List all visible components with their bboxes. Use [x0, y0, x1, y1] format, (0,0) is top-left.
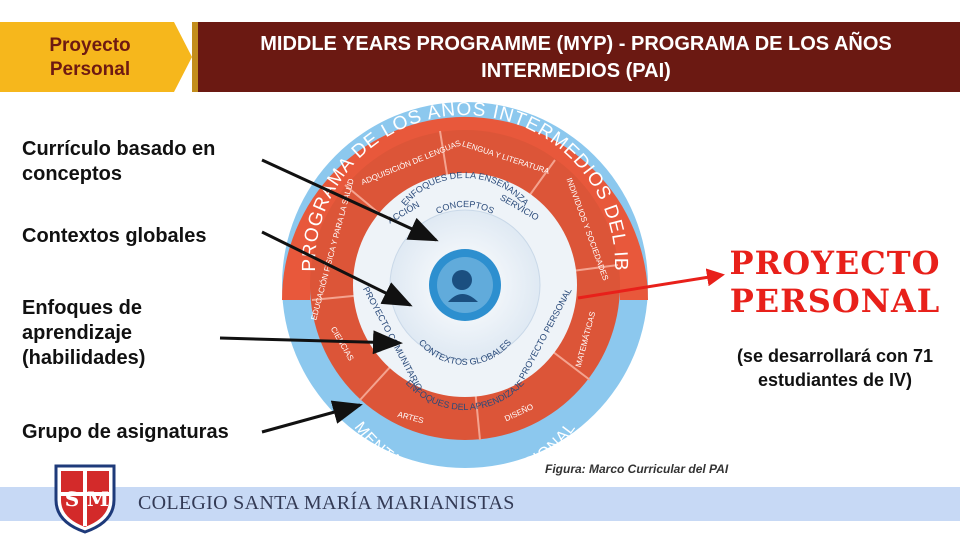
header-title-bar: MIDDLE YEARS PROGRAMME (MYP) - PROGRAMA …: [192, 22, 960, 92]
proyecto-note-line2: estudiantes de IV): [757, 370, 913, 390]
label-curriculo-line1: Currículo basado en: [22, 138, 216, 160]
label-curriculo: Currículo basado en conceptos: [22, 137, 215, 187]
label-contextos: Contextos globales: [22, 225, 207, 247]
figure-caption: Figura: Marco Curricular del PAI: [545, 462, 729, 476]
section-tag-line1: Proyecto: [49, 35, 131, 56]
label-enfoques-line3: (habilidades): [22, 347, 146, 369]
footer-bar: COLEGIO SANTA MARÍA MARIANISTAS: [0, 487, 960, 521]
section-tag-label: Proyecto Personal: [0, 34, 180, 82]
arrow-curriculo: [261, 158, 439, 242]
label-curriculo-line2: conceptos: [22, 163, 123, 185]
proyecto-note-line1: (se desarrollará con 71: [736, 346, 934, 366]
label-enfoques: Enfoques de aprendizaje (habilidades): [22, 296, 145, 371]
label-grupo: Grupo de asignaturas: [22, 421, 229, 443]
arrow-grupo: [261, 400, 363, 434]
shield-letter-s: S: [65, 487, 79, 511]
gold-accent-strip: [192, 22, 198, 92]
arrow-enfoques: [219, 330, 403, 355]
school-shield-logo: S M: [54, 464, 116, 534]
ib-logo-shoulders-icon: [448, 294, 478, 302]
page-title: MIDDLE YEARS PROGRAMME (MYP) - PROGRAMA …: [192, 31, 960, 85]
arrow-contextos: [261, 230, 413, 307]
section-tag-line2: Personal: [49, 59, 131, 80]
page-title-line2: INTERMEDIOS (PAI): [481, 60, 671, 82]
header-section-tag: Proyecto Personal: [0, 22, 192, 92]
label-enfoques-line1: Enfoques de: [22, 297, 143, 319]
page-title-line1: MIDDLE YEARS PROGRAMME (MYP) - PROGRAMA …: [260, 33, 892, 55]
proyecto-personal-title: PROYECTO PERSONAL: [720, 244, 950, 320]
school-name: COLEGIO SANTA MARÍA MARIANISTAS: [138, 492, 515, 514]
proyecto-title-line2: PERSONAL: [729, 282, 941, 320]
label-enfoques-line2: aprendizaje: [22, 322, 133, 344]
tag-fold-shape: [174, 22, 192, 92]
shield-letter-m: M: [87, 487, 109, 511]
arrow-proyecto-personal: [577, 268, 725, 300]
ib-logo-head-icon: [452, 270, 472, 290]
proyecto-personal-note: (se desarrollará con 71 estudiantes de I…: [720, 344, 950, 392]
proyecto-title-line1: PROYECTO: [729, 244, 941, 282]
